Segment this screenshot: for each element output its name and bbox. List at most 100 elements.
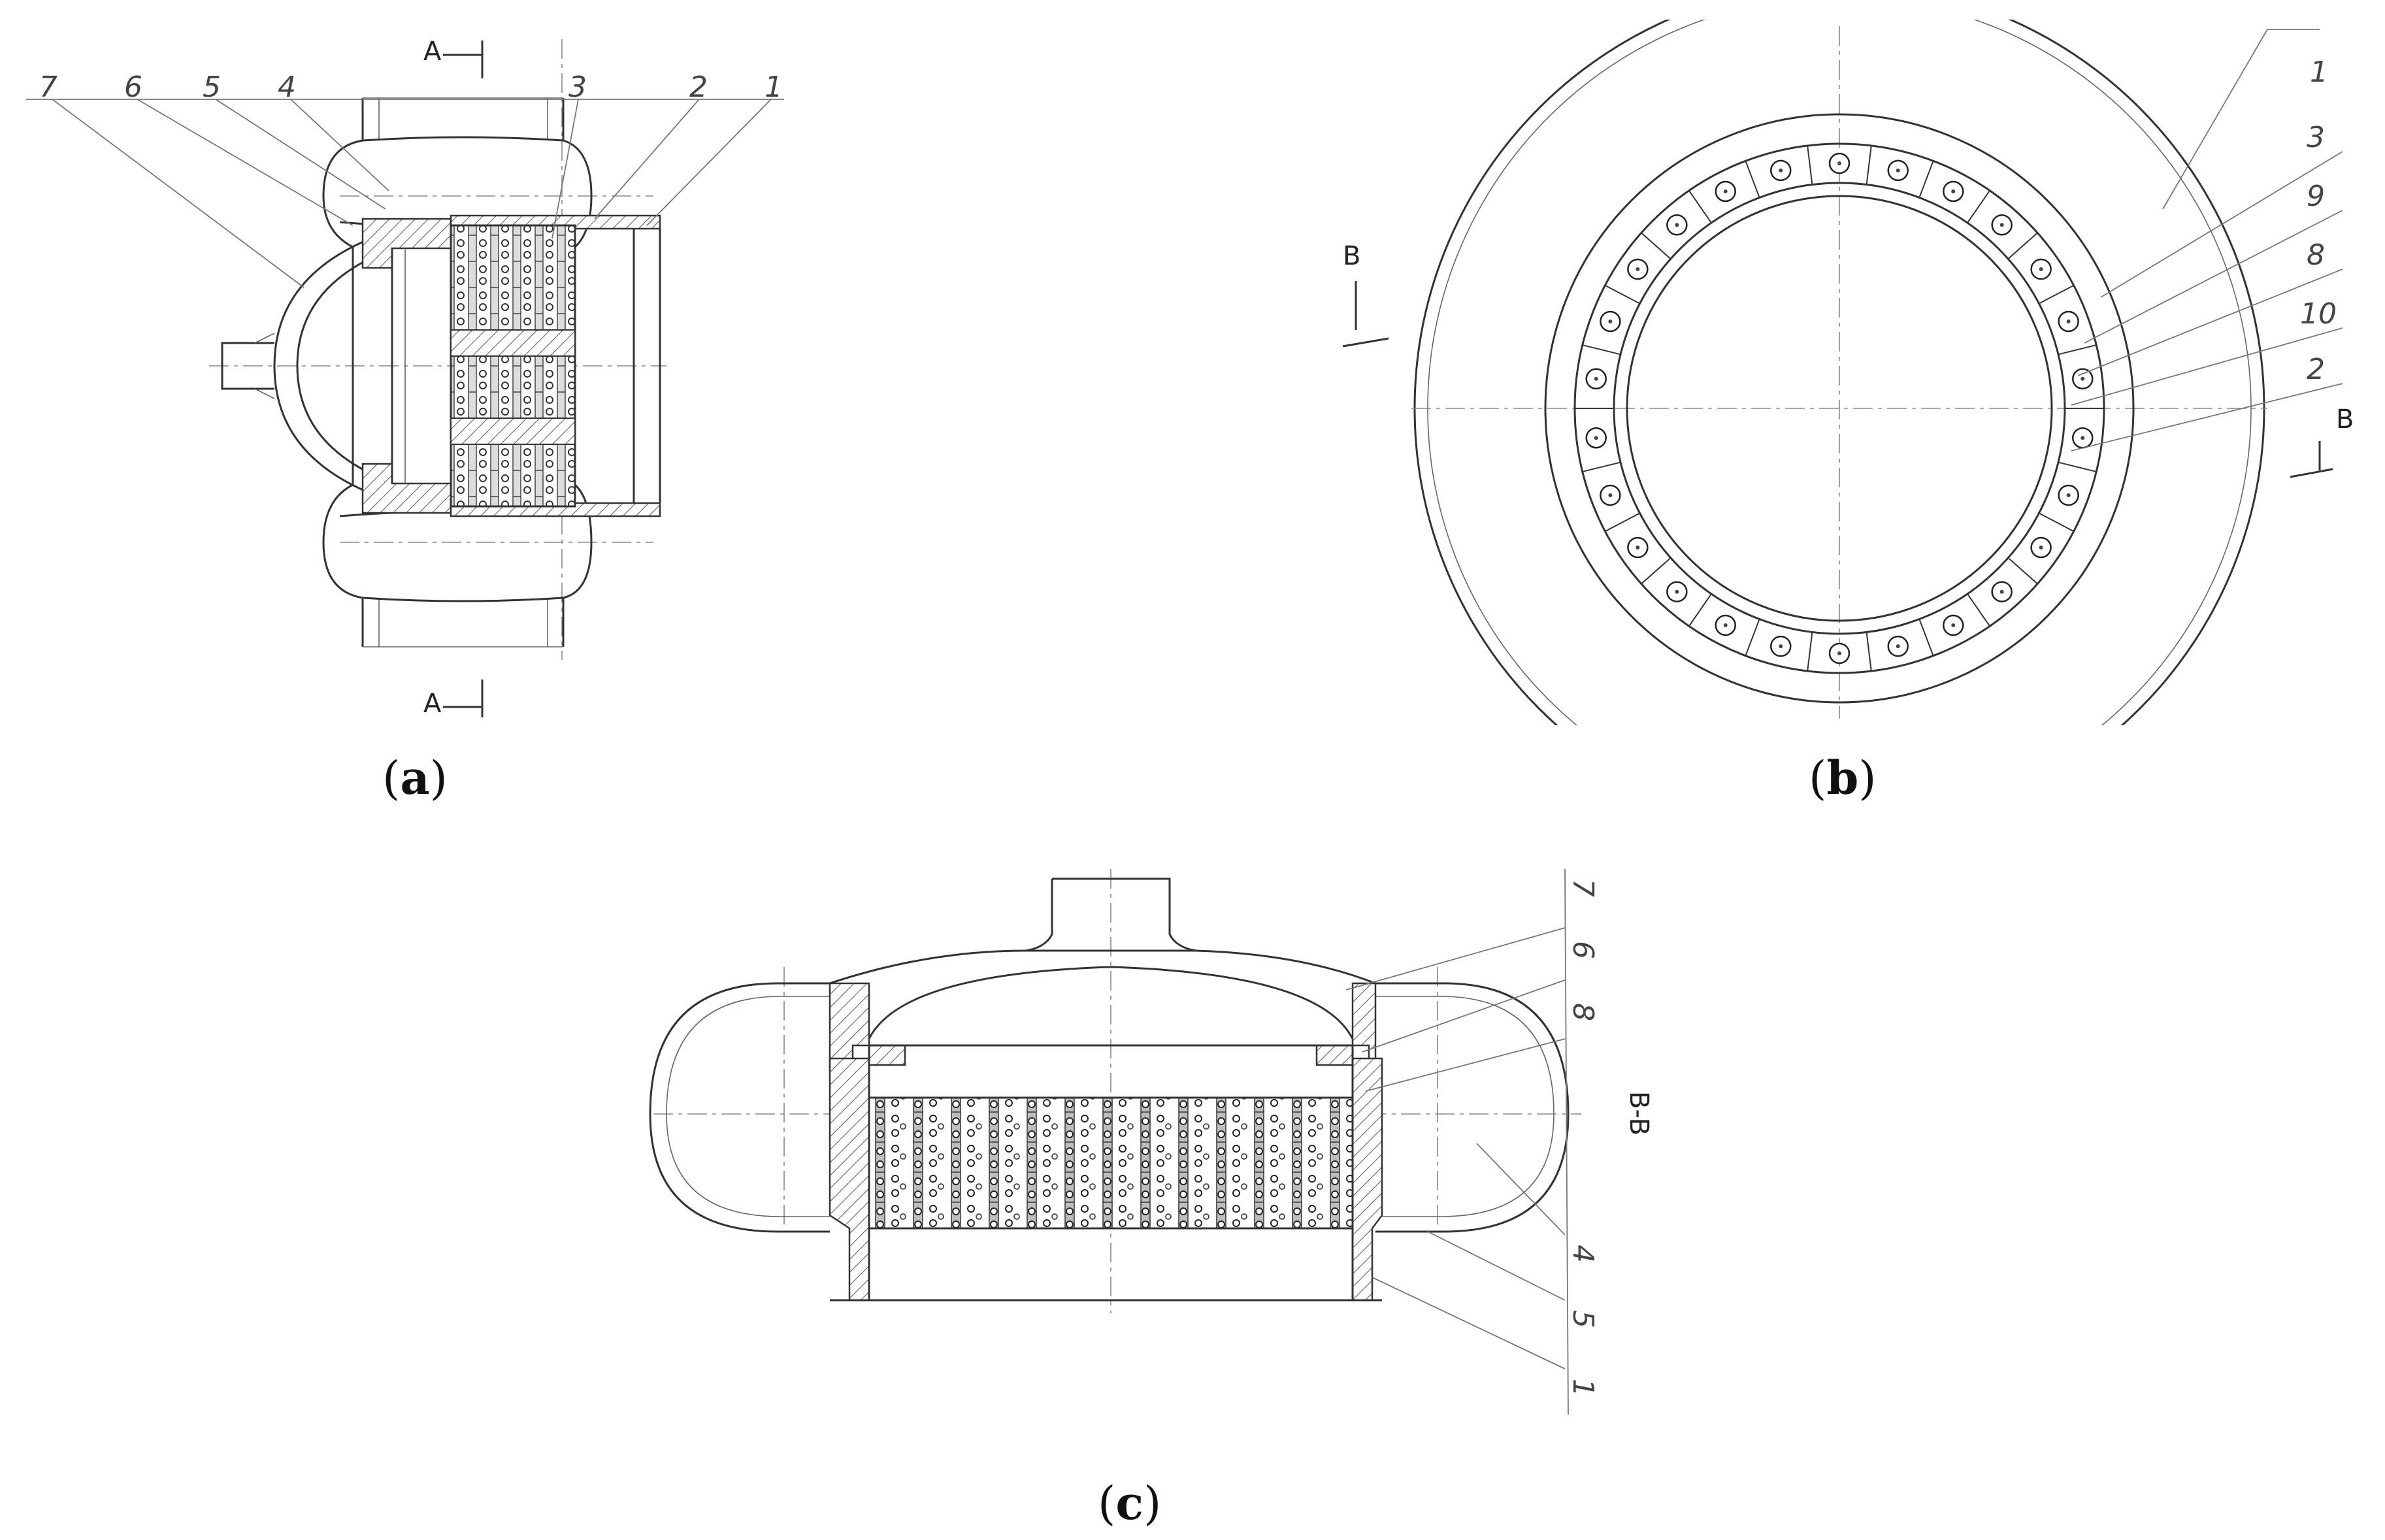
seat-left — [868, 1044, 906, 1066]
roller-center — [1636, 546, 1640, 550]
roller-center — [2039, 267, 2043, 271]
roller-center — [1999, 589, 2004, 594]
section-letter-bottom: A — [423, 689, 442, 719]
roller-center — [1594, 376, 1598, 381]
cage-divider — [1688, 593, 1712, 627]
leader-5-c — [1427, 1231, 1566, 1301]
dome-inner — [868, 966, 1354, 1040]
leader-8-c — [1365, 1038, 1566, 1092]
perforated-cage-c — [868, 1096, 1354, 1230]
leader-3 — [551, 99, 579, 239]
section-mark-b-left: B — [1342, 241, 1389, 348]
part-number-6-c: 6 — [1566, 941, 1600, 959]
section-letter-b-left: B — [1343, 241, 1360, 271]
roller-center — [2066, 319, 2071, 324]
cage-divider — [1866, 632, 1872, 672]
cage-divider-lower — [450, 418, 576, 445]
cover-flange-top — [361, 218, 452, 269]
dome-cover-outer — [273, 234, 380, 498]
panel-c-section-b-b: B-B 7 6 8 4 5 1 (c) — [649, 868, 1654, 1530]
leader-10-b — [2071, 327, 2343, 406]
lower-chamber — [339, 510, 576, 602]
leader-4-c — [1476, 1143, 1566, 1236]
cage-divider — [2007, 557, 2038, 585]
roller-center — [2039, 546, 2043, 550]
leader-1-b — [2162, 29, 2268, 210]
part-number-4-c: 4 — [1566, 1245, 1600, 1263]
roller-center — [1675, 223, 1679, 227]
body-outer-ring — [1544, 113, 2135, 704]
leader-2-b — [2071, 383, 2343, 451]
cage-divider — [1604, 512, 1640, 532]
dome-outer — [829, 949, 1376, 985]
roller-center — [1636, 267, 1640, 271]
part-number-10-b: 10 — [2300, 297, 2337, 331]
body-wall-right — [1351, 1057, 1383, 1302]
callout-baseline-c — [1564, 868, 1569, 1415]
outlet-pipe — [633, 229, 661, 503]
part-number-1-c: 1 — [1566, 1379, 1600, 1397]
roller-center — [1896, 168, 1900, 172]
left-bulb — [649, 982, 830, 1233]
part-number-1-b: 1 — [2310, 56, 2328, 89]
section-tick-b-right — [2290, 468, 2333, 478]
cage-divider — [1641, 232, 1671, 259]
section-tick-b-left — [1342, 337, 1389, 348]
caption-a: (a) — [382, 751, 448, 805]
part-number-3: 3 — [568, 71, 587, 104]
roller-center — [1779, 168, 1783, 172]
section-mark-top: A — [423, 37, 484, 78]
roller-center — [1896, 644, 1900, 649]
leader-3-b — [2100, 151, 2343, 298]
roller-center — [1999, 223, 2004, 227]
roller-center — [1723, 189, 1728, 193]
bore-ring — [1626, 195, 2053, 622]
cover-flange-bottom — [361, 463, 452, 514]
cage-divider — [1582, 344, 1621, 355]
part-number-6: 6 — [124, 71, 142, 104]
cage-divider — [1918, 160, 1934, 198]
perforated-cage — [450, 224, 576, 508]
right-bulb-inner — [1375, 996, 1554, 1217]
cage-divider — [1967, 593, 1990, 627]
roller-center — [1951, 623, 1956, 628]
part-number-4: 4 — [278, 71, 296, 104]
cage-divider — [2039, 512, 2075, 532]
leader-7 — [52, 99, 304, 288]
part-callouts-a: 7 6 5 4 3 2 1 — [26, 71, 784, 288]
panel-a-side-view: A A 7 6 5 4 3 2 1 (a) — [26, 37, 784, 805]
cage-divider — [1604, 284, 1640, 304]
cage-divider — [2058, 344, 2097, 355]
roller-center — [1837, 651, 1841, 655]
part-number-7: 7 — [39, 71, 58, 104]
section-label-b-b: B-B — [1624, 1091, 1654, 1136]
inlet-neck — [254, 333, 275, 399]
cage-divider — [1641, 557, 1671, 585]
cage-divider — [1582, 461, 1621, 472]
dome-cover-inner — [296, 250, 386, 482]
pipe-top — [363, 97, 563, 140]
cage-divider — [1807, 145, 1813, 185]
leader-1-c — [1372, 1277, 1566, 1369]
cage-divider — [1866, 145, 1872, 185]
leader-4 — [290, 99, 389, 191]
part-number-3-b: 3 — [2307, 121, 2325, 154]
inlet-nozzle — [221, 342, 274, 390]
leader-8-b — [2077, 269, 2343, 376]
roller-ring — [1575, 145, 2104, 672]
cage-divider — [2058, 461, 2097, 472]
part-number-8-c: 8 — [1566, 1003, 1600, 1021]
leader-2 — [594, 99, 700, 220]
leader-6 — [137, 99, 354, 226]
cage-divider — [1807, 632, 1813, 672]
leader-5 — [215, 99, 386, 210]
leader-6-c — [1362, 979, 1566, 1053]
roller-center — [1779, 644, 1783, 649]
roller-center — [2081, 436, 2085, 440]
section-mark-b-right: B — [2290, 404, 2354, 478]
panel-b-cross-section: B B 1 3 9 8 10 2 (b) — [1342, 20, 2354, 805]
leader-9-b — [2084, 210, 2343, 344]
roller-center — [1723, 623, 1728, 628]
section-mark-bottom: A — [423, 680, 484, 719]
caption-b: (b) — [1809, 751, 1877, 805]
